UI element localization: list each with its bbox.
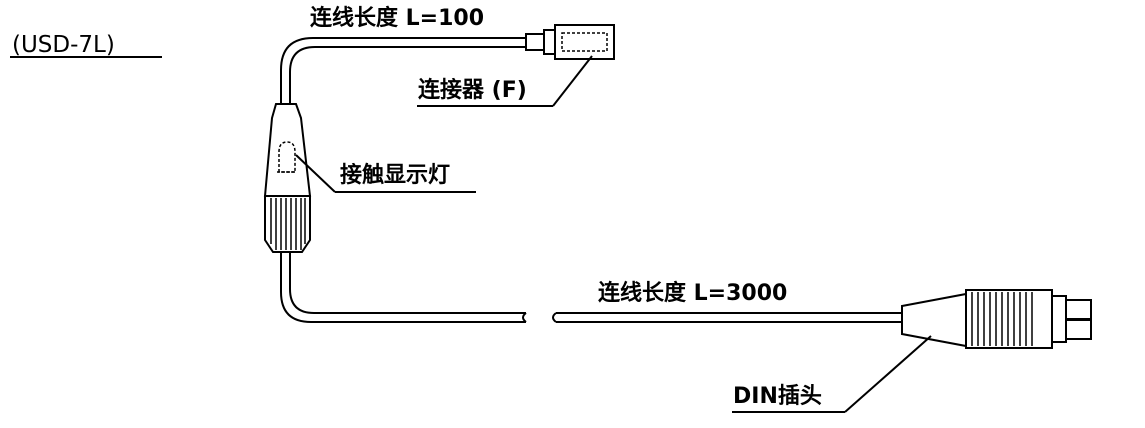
indicator-led (277, 141, 297, 173)
din-plug-label: DIN插头 (733, 384, 822, 409)
short-cable (280, 37, 526, 103)
din-plug (901, 289, 1092, 349)
long-cable (280, 252, 902, 323)
short-cable-length-label: 连线长度 L=100 (310, 6, 485, 31)
model-label: (USD-7L) (12, 32, 115, 58)
din-knurl-lines (971, 292, 1033, 346)
knurl-lines (270, 198, 306, 250)
connector-f (525, 24, 615, 60)
connector-f-label: 连接器 (F) (418, 78, 527, 103)
indicator-leader (295, 154, 476, 193)
din-leader (732, 335, 932, 413)
connector-leader (417, 55, 593, 107)
contact-indicator-label: 接触显示灯 (340, 163, 451, 188)
long-cable-length-label: 连线长度 L=3000 (598, 281, 788, 306)
